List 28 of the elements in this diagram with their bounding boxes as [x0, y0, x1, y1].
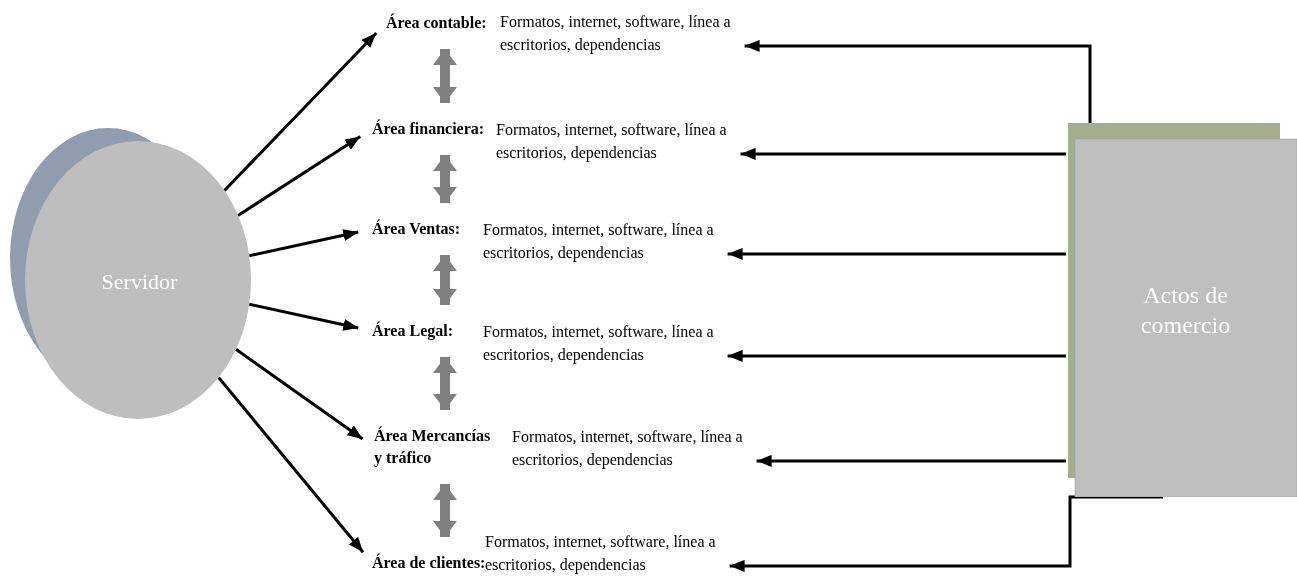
description-text: Formatos, internet, software, línea a escritorios, dependencias: [485, 530, 735, 576]
double-arrow: [433, 49, 457, 103]
arrow: [756, 454, 1066, 467]
description-text: Formatos, internet, software, línea a escritorios, dependencias: [483, 218, 733, 264]
arrow: [727, 247, 1066, 260]
arrow: [248, 229, 359, 258]
double-arrow: [433, 484, 457, 537]
arrow: [235, 348, 364, 441]
description-text: Formatos, internet, software, línea a escritorios, dependencias: [500, 10, 750, 56]
double-arrow: [433, 357, 457, 410]
double-arrow: [433, 155, 457, 203]
arrow: [217, 376, 365, 554]
description-text: Formatos, internet, software, línea a escritorios, dependencias: [512, 425, 762, 471]
area-label: Área Ventas:: [372, 218, 461, 240]
description-text: Formatos, internet, software, línea a escritorios, dependencias: [483, 320, 733, 366]
area-label: Área de clientes:: [372, 552, 486, 574]
area-label: Área Mercancías y tráfico: [374, 425, 502, 469]
arrow: [248, 302, 359, 331]
area-label: Área financiera:: [372, 118, 485, 140]
description-text: Formatos, internet, software, línea a escritorios, dependencias: [496, 118, 746, 164]
arrow: [223, 32, 378, 192]
arrow: [237, 135, 362, 217]
area-label: Área contable:: [386, 12, 487, 34]
arrow: [744, 39, 1092, 123]
double-arrow: [433, 255, 457, 305]
arrow: [740, 147, 1066, 160]
area-label: Área Legal:: [372, 320, 453, 342]
arrow: [727, 349, 1066, 362]
